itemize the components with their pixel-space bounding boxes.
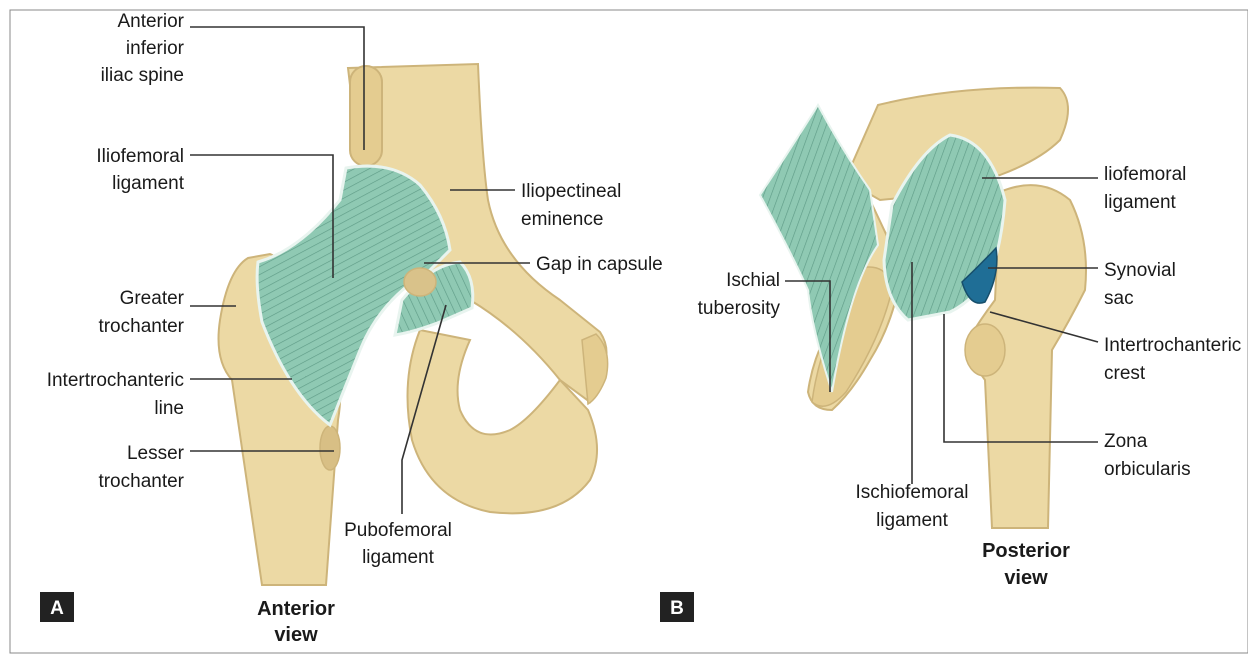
label-zona-orbicularis-1: Zona	[1104, 431, 1148, 452]
label-lesser-trochanter-2: trochanter	[98, 471, 184, 492]
label-ischial-tuberosity-1: Ischial	[726, 270, 780, 291]
label-iliopectineal-2: eminence	[521, 209, 603, 230]
view-label-posterior-2: view	[1004, 567, 1048, 589]
label-zona-orbicularis-2: orbicularis	[1104, 459, 1191, 480]
label-ischiofemoral-2: ligament	[876, 510, 949, 531]
label-greater-trochanter-2: trochanter	[98, 316, 184, 337]
label-ischiofemoral-1: Ischiofemoral	[856, 482, 969, 503]
panel-b-badge-text: B	[670, 598, 684, 619]
panel-b-illustration	[760, 88, 1086, 528]
label-aiis-2: inferior	[126, 38, 185, 59]
label-gap-in-capsule: Gap in capsule	[536, 254, 663, 275]
label-aiis-3: iliac spine	[101, 65, 184, 86]
panel-a-badge-text: A	[50, 598, 64, 619]
label-aiis-1: Anterior	[117, 11, 184, 32]
label-intertrochanteric-crest-1: Intertrochanteric	[1104, 335, 1241, 356]
label-intertrochanteric-line-1: Intertrochanteric	[47, 370, 184, 391]
label-pubofemoral-1: Pubofemoral	[344, 520, 452, 541]
label-synovial-sac-2: sac	[1104, 288, 1134, 309]
label-intertrochanteric-line-2: line	[154, 398, 184, 419]
label-iliofemoral-b-1: liofemoral	[1104, 164, 1186, 185]
view-label-anterior-2: view	[274, 624, 318, 646]
label-iliopectineal-1: Iliopectineal	[521, 181, 621, 202]
label-synovial-sac-1: Synovial	[1104, 260, 1176, 281]
capsule-gap	[404, 268, 436, 296]
lesser-trochanter-shape	[320, 426, 340, 470]
label-intertrochanteric-crest-2: crest	[1104, 363, 1146, 384]
label-pubofemoral-2: ligament	[362, 547, 435, 568]
view-label-anterior-1: Anterior	[257, 598, 335, 620]
aiis-prominence	[350, 66, 382, 166]
label-ischial-tuberosity-2: tuberosity	[698, 298, 781, 319]
label-iliofemoral-1: Iliofemoral	[96, 146, 184, 167]
label-iliofemoral-2: ligament	[112, 173, 185, 194]
label-iliofemoral-b-2: ligament	[1104, 192, 1177, 213]
label-greater-trochanter-1: Greater	[120, 288, 185, 309]
panel-a-illustration	[219, 64, 608, 585]
label-lesser-trochanter-1: Lesser	[127, 443, 185, 464]
lesser-trochanter-posterior	[965, 324, 1005, 376]
view-label-posterior-1: Posterior	[982, 540, 1070, 562]
